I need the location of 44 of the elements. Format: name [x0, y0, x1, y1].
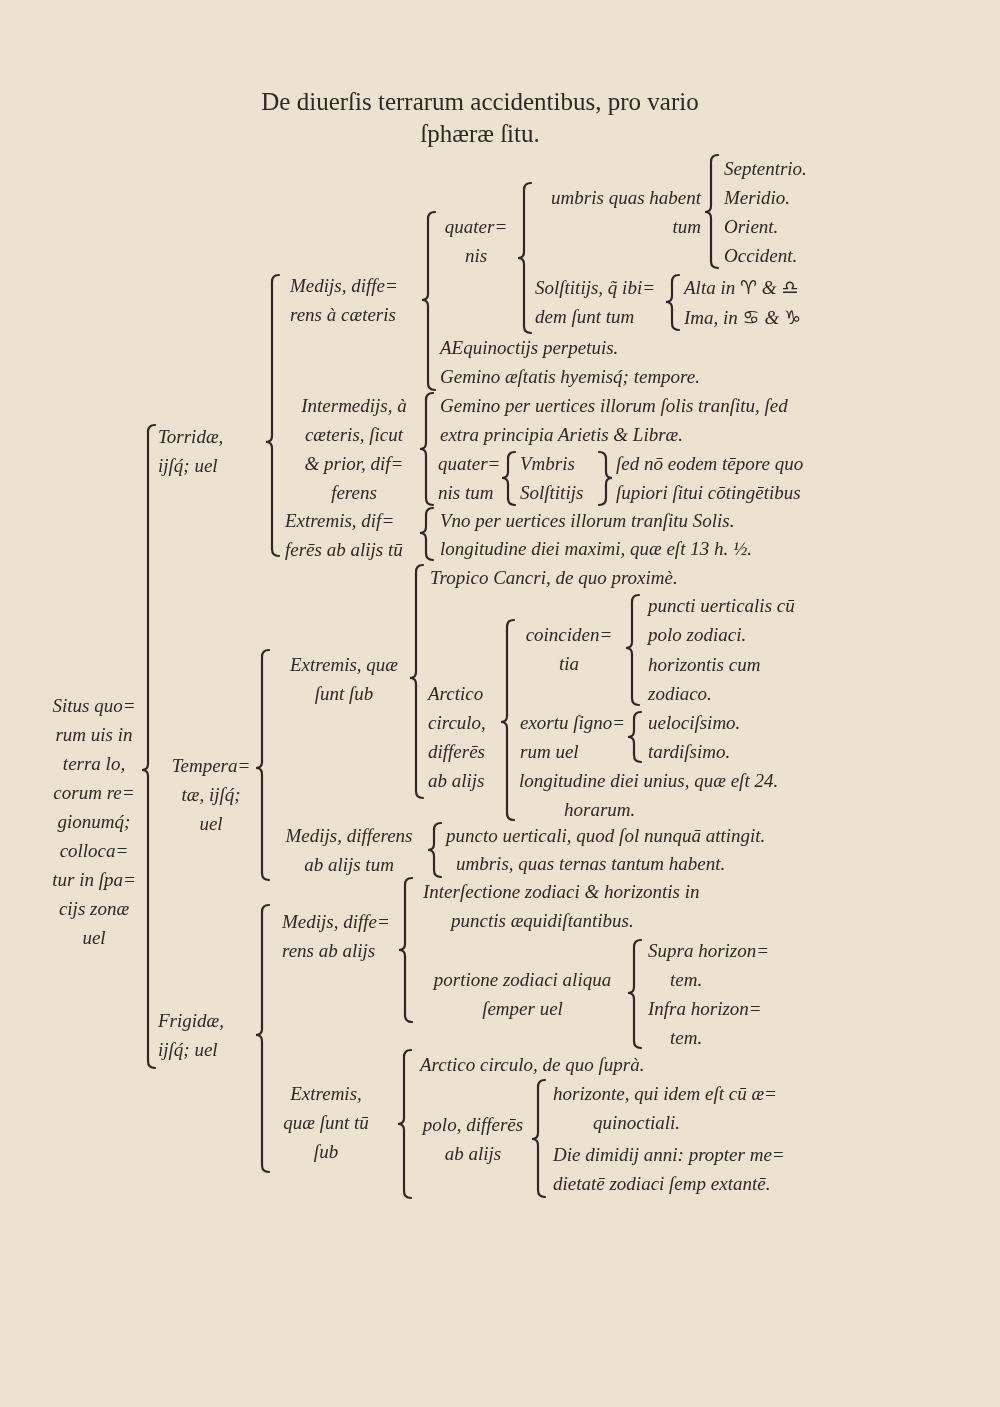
entry-text: Interſectione zodiaci & horizontis in punctis æquidiſtantibus. — [423, 879, 700, 933]
entry-text: Septentrio. — [724, 156, 807, 181]
entry-text: coinciden= tia — [524, 622, 614, 676]
entry-text: tardiſsimo. — [648, 739, 731, 764]
entry-text: puncto uerticali, quod ſol nunquā attingit. — [446, 823, 766, 848]
title: De diuerſis terrarum accidentibus, pro vario ſphæræ ſitu. — [260, 87, 700, 149]
entry-text: Die dimidij anni: propter me= dietatē zodiaci ſemp extantē. — [553, 1142, 785, 1196]
entry-text: Situs quo= rum uis in terra lo, corum re= gionumq́; colloca= tur in ſpa= cijs zonæ uel — [51, 693, 137, 950]
entry-text: quater= nis — [443, 214, 509, 268]
entry-text: Extremis, quæ ſunt tū ſub — [282, 1081, 370, 1164]
entry-text: Ima, in ♋ & ♑ — [684, 305, 801, 330]
entry-text: longitudine diei unius, quæ eſt 24. horarum. — [519, 768, 779, 822]
entry-text: Supra horizon= tem. — [648, 938, 770, 992]
entry-text: Extremis, quæ ſunt ſub — [289, 652, 399, 706]
entry-text: Torridæ, ijſq́; uel — [158, 424, 224, 478]
entry-text: umbris quas habent tum — [550, 185, 701, 239]
entry-text: Solſtitijs — [520, 480, 584, 505]
entry-text: Meridio. — [724, 185, 790, 210]
entry-text: Alta in ♈ & ♎ — [684, 275, 799, 300]
entry-text: Vmbris — [520, 451, 575, 476]
entry-text: Vno per uertices illorum tranſitu Solis. — [440, 508, 735, 533]
entry-text: Orient. — [724, 214, 779, 239]
entry-text: longitudine diei maximi, quæ eſt 13 h. ½. — [440, 536, 752, 561]
entry-text: Occident. — [724, 243, 798, 268]
entry-text: AEquinoctijs perpetuis. — [440, 335, 619, 360]
entry-text: polo, differēs ab alijs — [420, 1112, 525, 1166]
entry-text: portione zodiaci aliqua ſemper uel — [431, 967, 613, 1021]
entry-text: Medijs, differens ab alijs tum — [284, 823, 414, 877]
entry-text: uelociſsimo. — [648, 710, 741, 735]
entry-text: Medijs, diffe= rens ab alijs — [282, 909, 390, 963]
entry-text: horizonte, qui idem eſt cū æ= quinoctiali. — [553, 1081, 777, 1135]
entry-text: Gemino æſtatis hyemisq́; tempore. — [440, 364, 700, 389]
entry-text: horizontis cum zodiaco. — [648, 652, 761, 706]
entry-text: Arctico circulo, differēs ab alijs — [428, 681, 486, 793]
entry-text: Frigidæ, ijſq́; uel — [158, 1008, 224, 1062]
entry-text: umbris, quas ternas tantum habent. — [456, 851, 726, 876]
entry-text: Tempera= tæ, ijſq́; uel — [170, 753, 252, 836]
entry-text: Extremis, dif= ferēs ab alijs tū — [285, 508, 403, 562]
entry-text: Arctico circulo, de quo ſuprà. — [420, 1052, 645, 1077]
entry-text: Gemino per uertices illorum ſolis tranſitu, ſed extra principia Arietis & Libræ. — [440, 393, 788, 447]
entry-text: Tropico Cancri, de quo proximè. — [430, 565, 678, 590]
entry-text: puncti uerticalis cū polo zodiaci. — [648, 593, 795, 647]
entry-text: Medijs, diffe= rens à cæteris — [290, 273, 398, 327]
entry-text: Infra horizon= tem. — [648, 996, 762, 1050]
